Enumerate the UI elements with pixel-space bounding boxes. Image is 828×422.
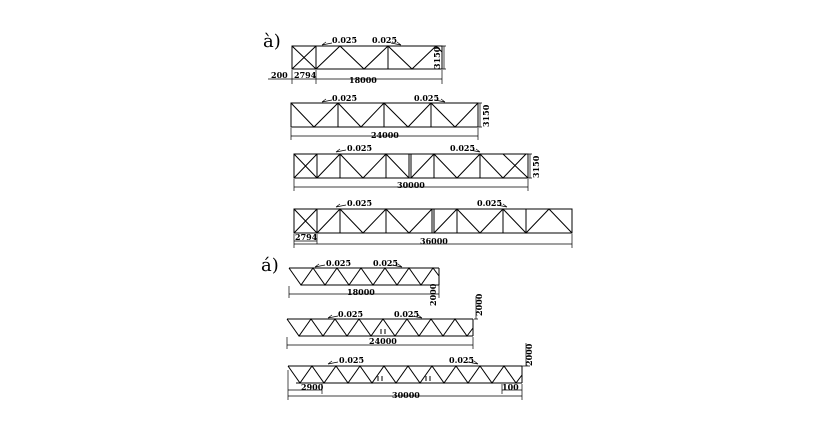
slope-arrow-left — [327, 360, 339, 365]
truss-a4-dim-b: 2794 — [295, 232, 318, 242]
truss-a3-height: 3150 — [531, 155, 541, 178]
slope-arrow-left — [321, 41, 333, 46]
truss-b2-height: 2000 — [474, 293, 484, 316]
slope-arrow-left — [314, 263, 326, 268]
truss-b2-slope-right: 0.025 — [394, 309, 419, 319]
truss-b2-chords — [287, 318, 473, 337]
truss-b3-height: 2000 — [524, 343, 534, 366]
truss-a4-slope-right: 0.025 — [477, 198, 502, 208]
truss-a1-span-dim — [268, 70, 443, 84]
truss-b2-height-dim — [474, 296, 478, 320]
slope-arrow-right — [496, 203, 508, 208]
truss-a3-slope-left: 0.025 — [347, 143, 372, 153]
truss-b2-span-dim — [286, 337, 474, 349]
truss-b1: 0.025 0.025 18000 2000 — [288, 258, 440, 306]
truss-b3-slope-left: 0.025 — [339, 355, 364, 365]
truss-a1-frame — [291, 45, 443, 70]
truss-b2-web — [286, 318, 474, 337]
truss-a1-height-dim — [442, 45, 446, 70]
truss-b1-height: 2000 — [428, 283, 438, 306]
truss-a4-frame — [293, 208, 573, 234]
truss-a3: 0.025 0.025 3150 30000 — [293, 143, 541, 191]
section-label-b: á) — [261, 255, 279, 276]
truss-a3-slope-right: 0.025 — [450, 143, 475, 153]
truss-b3-chords — [288, 365, 522, 384]
truss-a3-height-dim — [528, 153, 532, 179]
truss-a3-web — [293, 153, 529, 179]
truss-b3-span-dim — [287, 370, 523, 400]
truss-a3-span-dim — [293, 179, 529, 191]
truss-a4: 0.025 0.025 2794 36000 — [293, 198, 573, 248]
truss-a4-slope-left: 0.025 — [347, 198, 372, 208]
truss-a2-span-dim — [290, 128, 479, 140]
slope-arrow-right — [467, 360, 479, 365]
truss-b3-dim-left: 2900 — [301, 382, 324, 392]
truss-b1-chords — [289, 267, 439, 286]
truss-a4-span: 36000 — [420, 236, 448, 246]
truss-b3: 0.025 0.025 2900 100 30000 2000 — [287, 343, 534, 400]
slope-arrow-right — [390, 41, 402, 46]
truss-b3-slope-right: 0.025 — [449, 355, 474, 365]
truss-a4-span-dim — [293, 234, 573, 248]
truss-b1-span-dim — [288, 270, 440, 298]
truss-a4-web — [293, 208, 573, 234]
truss-a2-slope-left: 0.025 — [332, 93, 357, 103]
truss-a1-dim-b: 2794 — [294, 70, 317, 80]
slope-arrow-right — [411, 314, 423, 319]
truss-a1-height: 3150 — [432, 46, 442, 69]
truss-a1-span: 18000 — [349, 75, 377, 85]
truss-a1: 0.025 0.025 3150 200 2794 18000 — [268, 35, 446, 85]
truss-a1-slope-right: 0.025 — [372, 35, 397, 45]
slope-arrow-left — [335, 148, 347, 153]
truss-b2: 0.025 0.025 24000 2000 — [286, 293, 484, 349]
truss-a2-slope-right: 0.025 — [414, 93, 439, 103]
truss-a2: 0.025 0.025 3150 24000 — [290, 93, 491, 140]
truss-b1-span: 18000 — [347, 287, 375, 297]
truss-a2-height: 3150 — [481, 104, 491, 127]
truss-a1-dim-a: 200 — [271, 70, 288, 80]
truss-a1-slope-left: 0.025 — [332, 35, 357, 45]
truss-a2-web — [290, 102, 479, 128]
truss-b1-slope-right: 0.025 — [373, 258, 398, 268]
truss-a1-web — [291, 45, 443, 70]
slope-arrow-left — [335, 203, 347, 208]
truss-b3-span: 30000 — [392, 390, 420, 400]
slope-arrow-right — [469, 148, 481, 153]
truss-b2-span: 24000 — [369, 336, 397, 346]
slope-arrow-left — [321, 98, 333, 103]
truss-a2-span: 24000 — [371, 130, 399, 140]
truss-b3-dim-right: 100 — [502, 382, 519, 392]
truss-b3-height-dim — [522, 343, 530, 367]
truss-b3-web — [287, 365, 523, 384]
section-label-a: à) — [263, 31, 281, 52]
truss-a3-span: 30000 — [397, 180, 425, 190]
truss-b1-slope-left: 0.025 — [326, 258, 351, 268]
truss-b2-slope-left: 0.025 — [338, 309, 363, 319]
truss-a2-height-dim — [478, 102, 482, 128]
slope-arrow-right — [391, 263, 403, 268]
slope-arrow-left — [327, 314, 339, 319]
truss-b1-web — [288, 267, 440, 286]
slope-arrow-right — [434, 98, 446, 103]
